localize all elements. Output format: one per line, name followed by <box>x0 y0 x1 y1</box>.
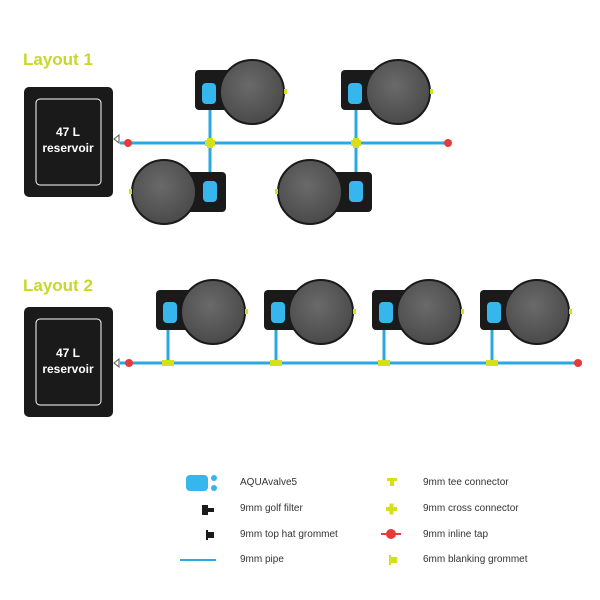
legend-top-hat: 9mm top hat grommet <box>240 529 338 540</box>
legend-aquavalve: AQUAvalve5 <box>240 477 298 488</box>
pot-unit <box>480 279 572 345</box>
legend-pipe: 9mm pipe <box>240 554 284 565</box>
golf-filter-icon <box>202 505 214 515</box>
legend-golf-filter: 9mm golf filter <box>240 503 303 514</box>
pot-unit <box>341 59 433 125</box>
cross-connector <box>351 138 361 148</box>
cross-connector-icon <box>386 503 397 515</box>
aquavalve-icon <box>186 475 217 491</box>
tee-connector <box>486 360 498 366</box>
golf-filter-1 <box>113 133 120 145</box>
reservoir-1: 47 L reservoir <box>24 87 113 197</box>
tee-connector <box>162 360 174 366</box>
reservoir-2-capacity: 47 L <box>56 346 80 360</box>
pot-unit <box>275 159 372 225</box>
pot-unit <box>195 59 287 125</box>
blanking-grommet-icon <box>389 555 397 565</box>
legend-cross: 9mm cross connector <box>423 503 519 514</box>
pot-unit <box>156 279 248 345</box>
reservoir-1-capacity: 47 L <box>56 125 80 139</box>
legend-blanking: 6mm blanking grommet <box>423 554 528 565</box>
inline-tap <box>125 359 133 367</box>
golf-filter-2 <box>113 357 120 369</box>
legend-tee: 9mm tee connector <box>423 477 509 488</box>
pot-unit <box>264 279 356 345</box>
inline-tap-icon <box>381 529 401 539</box>
tee-connector <box>378 360 390 366</box>
inline-tap <box>574 359 582 367</box>
pot-unit <box>372 279 464 345</box>
reservoir-2-name: reservoir <box>42 362 94 376</box>
reservoir-2: 47 L reservoir <box>24 307 113 417</box>
inline-tap <box>444 139 452 147</box>
layout-1-title: Layout 1 <box>23 50 93 69</box>
inline-tap <box>124 139 132 147</box>
top-hat-grommet-icon <box>206 530 214 540</box>
legend-inline-tap: 9mm inline tap <box>423 529 489 540</box>
cross-connector <box>205 138 215 148</box>
pot-unit <box>129 159 226 225</box>
reservoir-1-name: reservoir <box>42 141 94 155</box>
tee-connector-icon <box>387 478 397 486</box>
layout-2-title: Layout 2 <box>23 276 93 295</box>
tee-connector <box>270 360 282 366</box>
